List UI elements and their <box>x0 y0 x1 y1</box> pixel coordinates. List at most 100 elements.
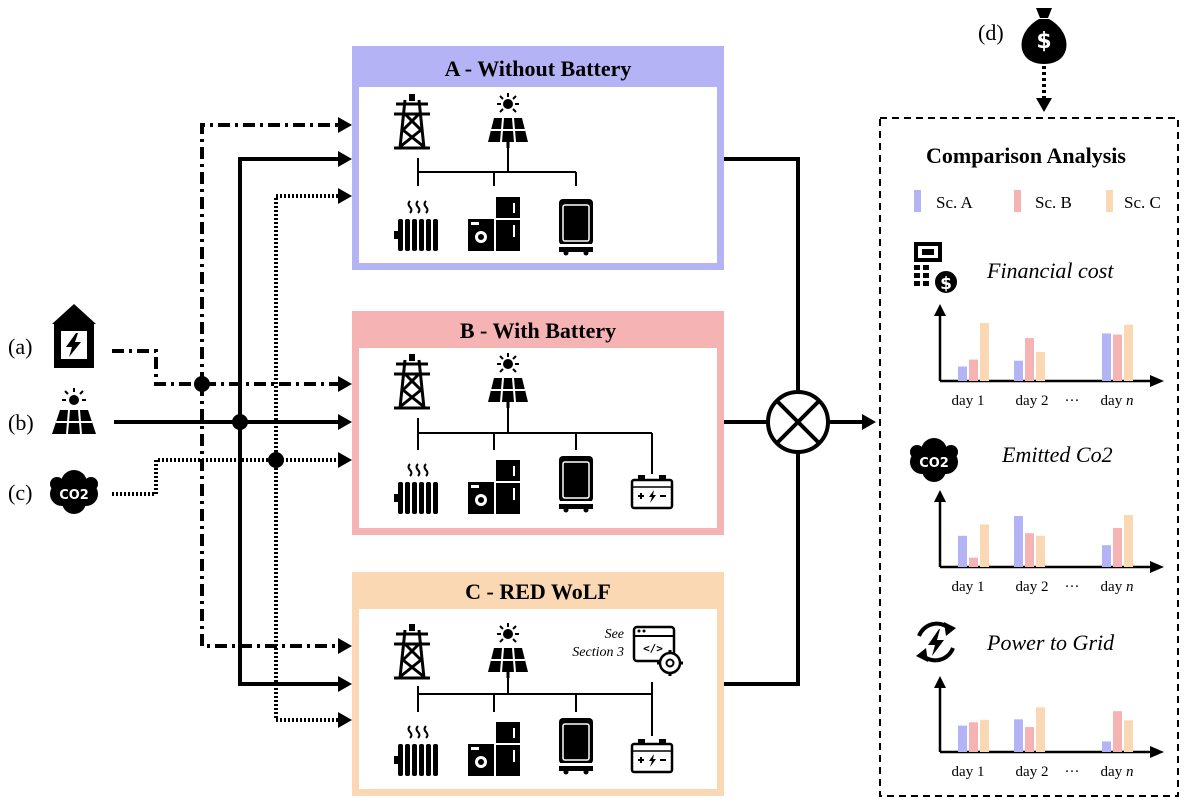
output-wires <box>724 157 866 686</box>
co2-cloud-icon: CO2 <box>910 438 958 482</box>
scenario-a-title: A - Without Battery <box>445 56 632 81</box>
x-tick-label: day 2 <box>1016 393 1049 409</box>
svg-text:$: $ <box>940 274 952 294</box>
scenario-a-bus <box>417 148 577 186</box>
bar-sc-b-day-2 <box>1025 727 1034 752</box>
section-note-line1: See <box>605 627 624 642</box>
y-axis-arrow <box>934 676 946 688</box>
bar-sc-a-day-2 <box>1014 719 1023 752</box>
legend-swatch-a <box>914 190 921 212</box>
legend-label-b: Sc. B <box>1035 193 1072 212</box>
battery-icon <box>630 473 674 510</box>
legend-swatch-c <box>1106 190 1113 212</box>
junction-dot <box>194 376 210 392</box>
ellipsis: ··· <box>1065 579 1080 595</box>
output-arrow <box>862 414 876 430</box>
bar-sc-c-day-1 <box>980 719 989 752</box>
bar-sc-c-day-1 <box>980 524 989 567</box>
ellipsis: ··· <box>1065 764 1080 780</box>
scenario-c-title: C - RED WoLF <box>465 579 611 604</box>
scenario-b-bus <box>417 408 653 474</box>
metric2-icon-text: CO2 <box>919 456 949 471</box>
y-axis-arrow <box>934 304 946 316</box>
input-c-wire <box>112 194 340 722</box>
bar-sc-b-day-1 <box>969 359 978 381</box>
x-tick-label: day n <box>1101 579 1134 595</box>
aggregator-node <box>766 390 830 454</box>
bar-sc-c-day-2 <box>1036 707 1045 752</box>
bar-sc-c-day-2 <box>1036 352 1045 381</box>
money-icon-text: $ <box>1036 29 1051 54</box>
co2-cloud-icon: CO2 <box>50 470 98 514</box>
battery-icon <box>630 737 674 774</box>
scenario-a-box: A - Without Battery <box>352 46 724 270</box>
power-cycle-icon <box>916 621 956 663</box>
bar-sc-c-day-n <box>1124 515 1133 567</box>
ellipsis: ··· <box>1065 393 1080 409</box>
input-b-wire <box>114 157 340 686</box>
bar-sc-b-day-2 <box>1025 533 1034 567</box>
x-tick-label: day n <box>1101 393 1134 409</box>
d-arrow <box>1036 98 1052 112</box>
legend: Sc. A Sc. B Sc. C <box>914 190 1161 212</box>
scenario-c-bus <box>417 678 653 736</box>
x-tick-label: day 1 <box>952 579 985 595</box>
input-c-label: (c) <box>8 480 32 505</box>
x-tick-label: day 2 <box>1016 579 1049 595</box>
comparison-panel <box>879 117 1179 797</box>
x-tick-label: day 1 <box>952 393 985 409</box>
metric1-label: Financial cost <box>986 258 1114 283</box>
water-heater-icon <box>558 198 594 257</box>
input-a-label: (a) <box>8 334 32 359</box>
input-a-wire <box>112 123 340 648</box>
bar-sc-b-day-1 <box>969 722 978 752</box>
y-axis-arrow <box>934 490 946 502</box>
power-to-grid-chart: day 1 day 2 day n ··· <box>934 676 1164 780</box>
grid-building-icon <box>52 304 96 368</box>
bar-sc-c-day-2 <box>1036 535 1045 567</box>
bar-sc-b-day-1 <box>969 557 978 567</box>
input-b-label: (b) <box>8 410 34 435</box>
bar-sc-b-day-n <box>1113 711 1122 752</box>
comparison-title: Comparison Analysis <box>926 143 1126 168</box>
bar-sc-c-day-n <box>1124 324 1133 381</box>
bar-sc-b-day-n <box>1113 334 1122 381</box>
bar-sc-a-day-2 <box>1014 516 1023 567</box>
x-tick-label: day n <box>1101 764 1134 780</box>
money-bag-icon: $ <box>1021 8 1067 64</box>
x-axis-arrow <box>1150 375 1164 387</box>
x-tick-label: day 2 <box>1016 764 1049 780</box>
metric2-label: Emitted Co2 <box>1001 442 1113 467</box>
water-heater-icon <box>558 717 594 776</box>
bar-sc-a-day-n <box>1102 333 1111 381</box>
bar-sc-a-day-n <box>1102 741 1111 752</box>
scenario-c-box: C - RED WoLF See Section 3 <box>352 572 724 796</box>
legend-label-a: Sc. A <box>936 193 974 212</box>
scenario-b-box: B - With Battery <box>352 311 724 535</box>
legend-label-c: Sc. C <box>1124 193 1161 212</box>
section-note-line2: Section 3 <box>572 645 624 660</box>
bar-sc-a-day-1 <box>958 535 967 567</box>
junction-dot <box>268 452 284 468</box>
bar-sc-a-day-1 <box>958 725 967 752</box>
junction-dot <box>232 414 248 430</box>
input-arrows <box>338 117 352 728</box>
emitted-co2-chart: day 1 day 2 day n ··· <box>934 490 1164 595</box>
bar-sc-a-day-1 <box>958 366 967 381</box>
legend-swatch-b <box>1014 190 1021 212</box>
water-heater-icon <box>558 455 594 514</box>
scenario-b-title: B - With Battery <box>460 318 616 343</box>
bar-sc-b-day-2 <box>1025 338 1034 381</box>
solar-panel-icon <box>51 387 97 435</box>
invoice-dollar-icon: $ <box>914 242 959 295</box>
input-d-label: (d) <box>978 20 1004 45</box>
x-tick-label: day 1 <box>952 764 985 780</box>
co2-icon-text: CO2 <box>59 488 89 503</box>
bar-sc-c-day-1 <box>980 323 989 381</box>
bar-sc-c-day-n <box>1124 720 1133 752</box>
metric3-label: Power to Grid <box>986 630 1115 655</box>
bar-sc-a-day-n <box>1102 545 1111 567</box>
x-axis-arrow <box>1150 561 1164 573</box>
bar-sc-a-day-2 <box>1014 360 1023 381</box>
